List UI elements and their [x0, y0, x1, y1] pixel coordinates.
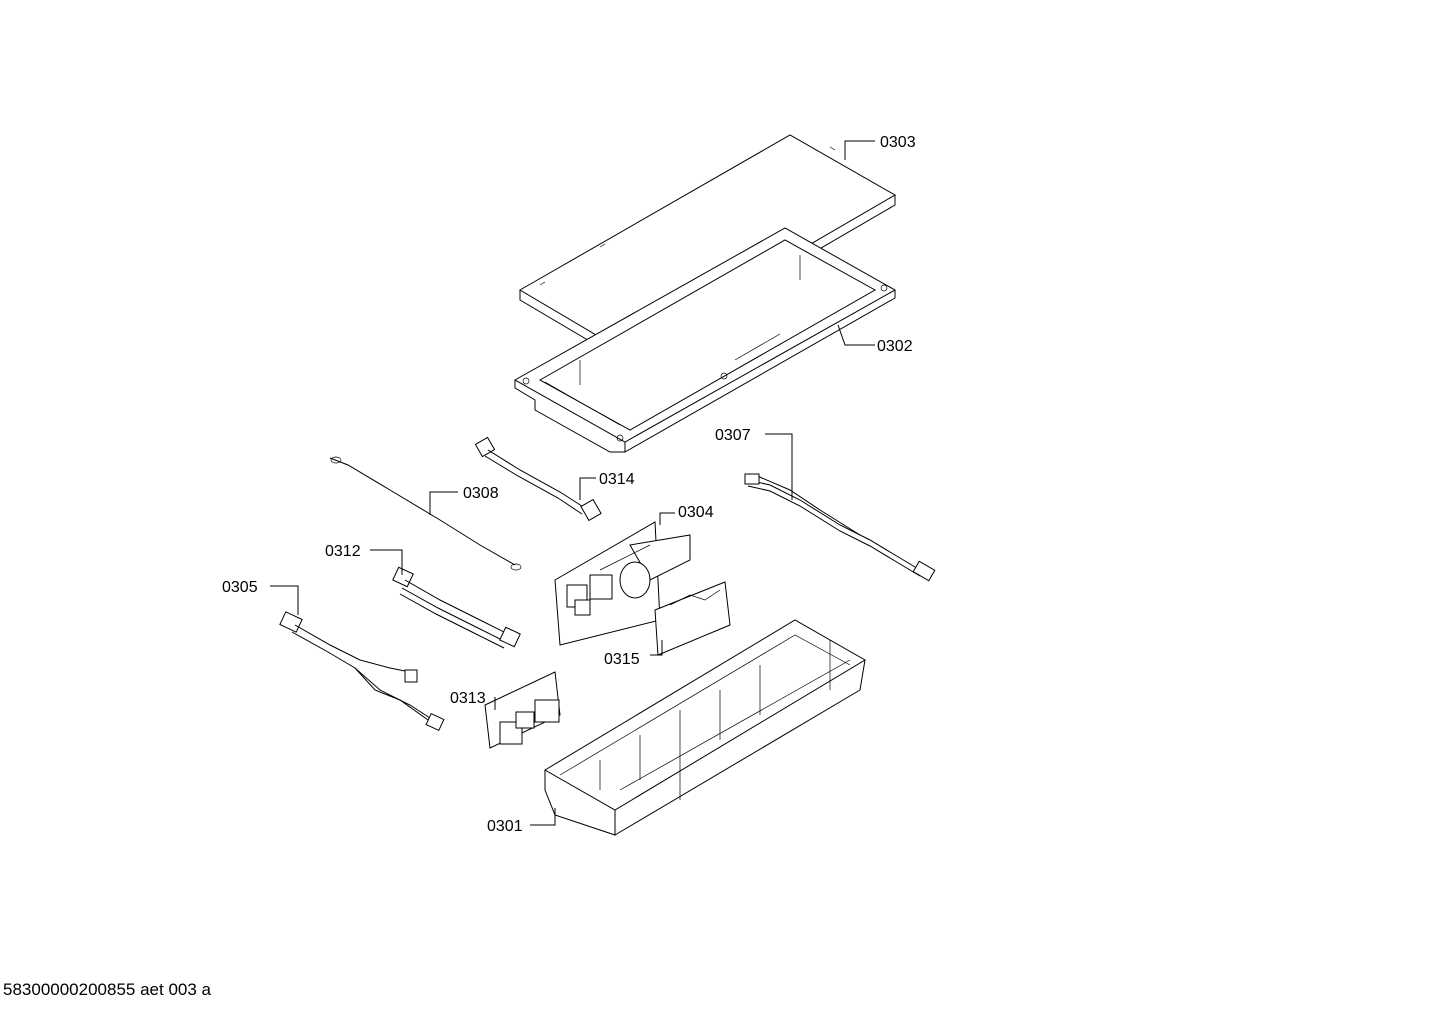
label-0301: 0301	[487, 818, 523, 835]
label-0305: 0305	[222, 579, 258, 596]
part-labels: 0303 0302 0307 0314 0308 0304 0312 0305 …	[222, 134, 916, 835]
label-0304: 0304	[678, 504, 714, 521]
part-0315-small-board	[654, 581, 731, 656]
part-0305-harness	[279, 611, 445, 732]
part-0312-flat-connector	[392, 566, 521, 649]
label-0315: 0315	[604, 651, 640, 668]
part-0301-housing	[544, 619, 866, 836]
part-0314-connector-cable	[474, 436, 602, 522]
label-0303: 0303	[880, 134, 916, 151]
part-0308-single-wire	[329, 456, 522, 571]
label-0312: 0312	[325, 543, 361, 560]
label-0302: 0302	[877, 338, 913, 355]
part-0304-main-board	[554, 521, 691, 646]
label-0308: 0308	[463, 485, 499, 502]
drawing-reference-number: 58300000200855 aet 003 a	[3, 980, 211, 999]
label-0307: 0307	[715, 427, 751, 444]
label-0314: 0314	[599, 471, 635, 488]
leader-lines	[270, 140, 875, 826]
label-0313: 0313	[450, 690, 486, 707]
part-0307-wire-harness	[744, 473, 936, 582]
part-0313-relay-board	[484, 671, 561, 749]
part-0302-tray-frame	[513, 227, 897, 453]
